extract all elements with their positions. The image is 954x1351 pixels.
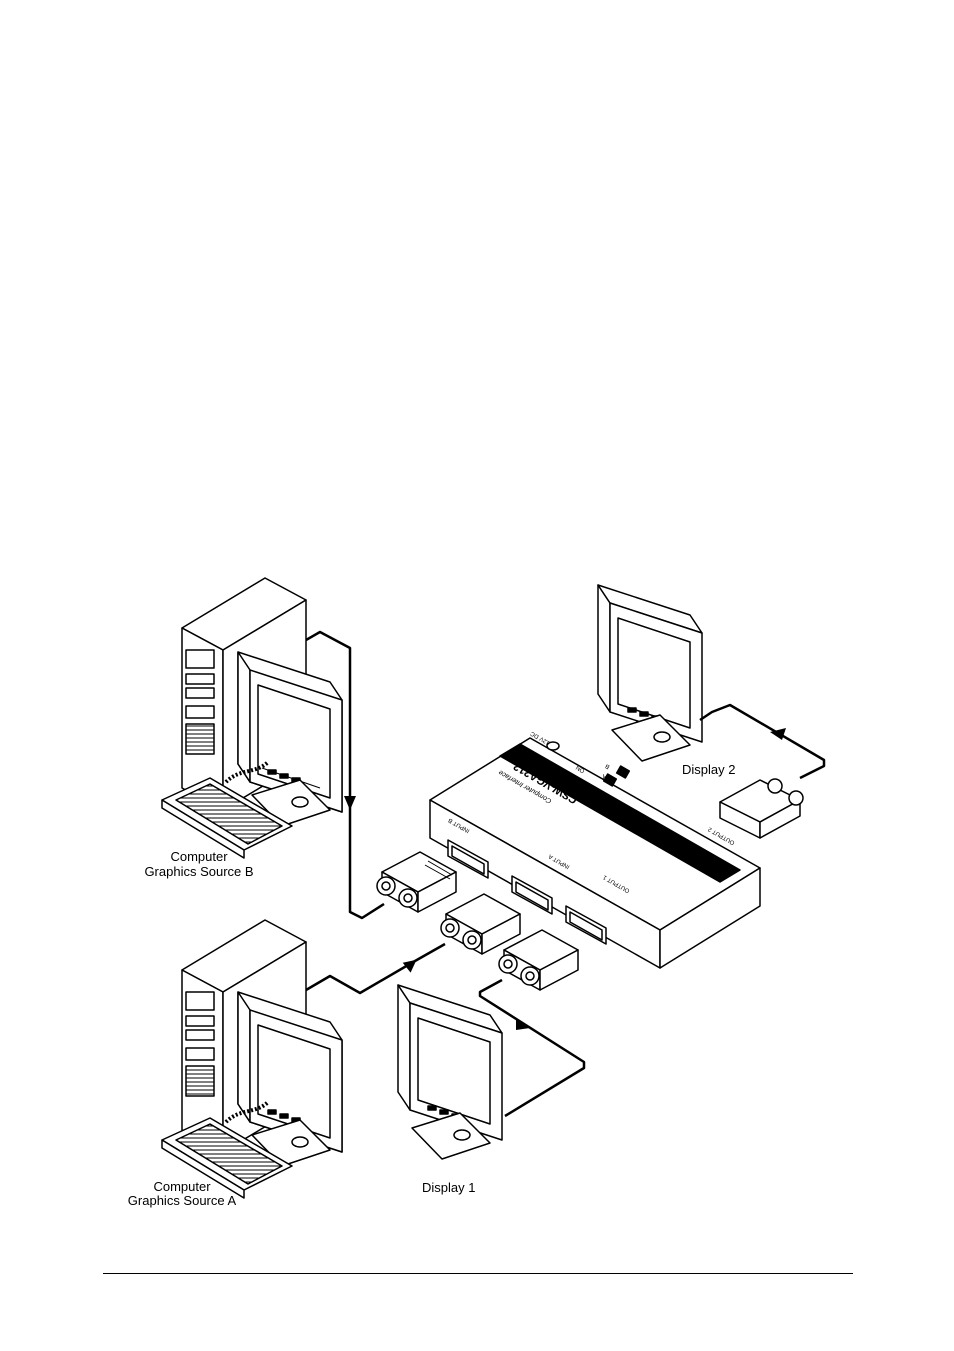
connector-input-a [441,894,520,954]
source-b-label-line1: Computer [170,849,228,864]
device-select-b: B [605,762,611,769]
computer-source-b [162,578,342,858]
arrow-display-1 [516,1018,530,1030]
source-a-label-line2: Graphics Source A [128,1193,237,1208]
display-2-label: Display 2 [682,762,735,777]
source-b-label-line2: Graphics Source B [144,864,253,879]
arrow-source-b [344,796,356,810]
display-1-monitor [398,985,502,1159]
connector-output-2 [720,779,803,838]
display-1-label: Display 1 [422,1180,475,1195]
display-2-monitor [598,585,702,761]
source-a-label-line1: Computer [153,1179,211,1194]
connector-input-b [377,852,456,912]
footer-rule [103,1273,853,1274]
computer-source-a [162,920,342,1198]
cable-source-a [306,944,445,993]
